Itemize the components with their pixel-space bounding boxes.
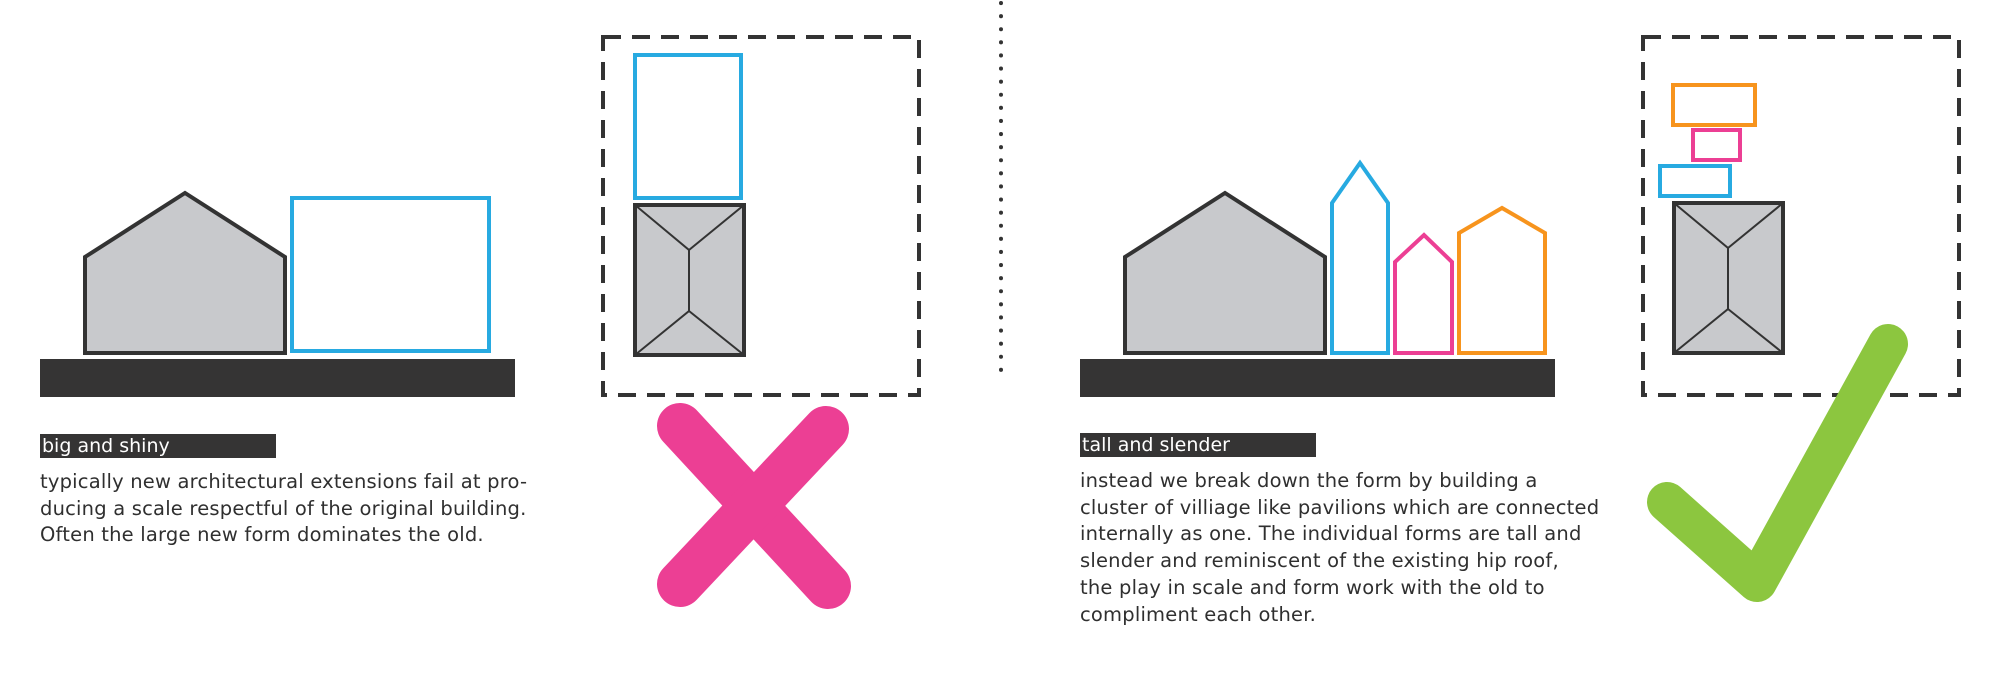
right-ground-bar (1080, 359, 1555, 397)
left-description-line: typically new architectural extensions f… (40, 470, 528, 493)
left-plan-hip-roof (633, 203, 746, 357)
left-large-extension (290, 196, 491, 353)
right-description-line: cluster of villiage like pavilions which… (1080, 495, 1600, 519)
right-plan-dashed-frame (1641, 35, 1961, 397)
cross-icon (657, 403, 851, 609)
left-existing-house (83, 190, 287, 355)
right-plan (1641, 35, 1961, 397)
left-description-line: Often the large new form dominates the o… (40, 523, 484, 547)
right-elevation (1080, 159, 1555, 397)
left-plan-extension (633, 53, 743, 200)
right-plan-hip-roof (1672, 201, 1785, 355)
right-plan-orange-pavilion (1671, 83, 1757, 127)
check-icon (1647, 324, 1908, 602)
left-description: typically new architectural extensions f… (40, 469, 527, 549)
right-existing-house (1123, 190, 1327, 355)
right-description: instead we break down the form by buildi… (1080, 468, 1599, 628)
left-elevation (40, 190, 515, 397)
right-plan-blue-pavilion (1658, 164, 1732, 198)
right-small-pavilion (1393, 232, 1454, 355)
left-plan-dashed-frame (601, 35, 921, 397)
right-description-line: instead we break down the form by buildi… (1080, 469, 1538, 492)
left-tag-label: big and shiny (40, 434, 276, 458)
left-plan (601, 35, 921, 397)
right-description-line: internally as one. The individual forms … (1080, 522, 1582, 546)
left-ground-bar (40, 359, 515, 397)
right-tall-pavilion (1330, 159, 1390, 355)
right-medium-pavilion (1457, 205, 1547, 355)
left-description-line: ducing a scale respectful of the origina… (40, 496, 527, 520)
right-description-line: the play in scale and form work with the… (1080, 575, 1545, 599)
right-tag-label: tall and slender (1080, 433, 1316, 457)
right-plan-pink-pavilion (1691, 128, 1742, 162)
right-description-line: compliment each other. (1080, 602, 1317, 626)
right-description-line: slender and reminiscent of the existing … (1080, 549, 1559, 573)
